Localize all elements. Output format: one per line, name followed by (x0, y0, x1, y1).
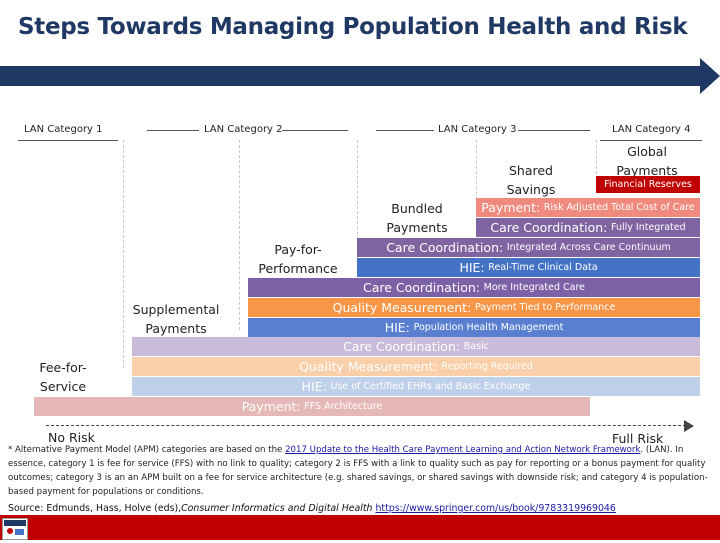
source-book-title: Consumer Informatics and Digital Health (181, 503, 373, 514)
source-citation: Source: Edmunds, Hass, Holve (eds),Consu… (8, 502, 710, 516)
bar-care-coordination-more-integrated: Care Coordination: More Integrated Care (248, 278, 700, 297)
category-2-label: LAN Category 2 (204, 124, 283, 135)
bar-heading: HIE: (384, 320, 410, 335)
category-4-label: LAN Category 4 (612, 124, 691, 135)
stage-shared-savings: Shared Savings (506, 163, 556, 197)
footnote-text: . (LAN). In essence, category 1 is fee f… (8, 445, 708, 497)
category-1-label: LAN Category 1 (24, 124, 103, 135)
bar-hie-population-health: HIE: Population Health Management (248, 318, 700, 337)
bar-heading: Care Coordination: (343, 339, 461, 354)
bar-payment-ffs-architecture: Payment: FFS Architecture (34, 397, 590, 416)
source-link[interactable]: https://www.springer.com/us/book/9783319… (375, 503, 616, 514)
source-prefix: Source: Edmunds, Hass, Holve (eds), (8, 503, 182, 514)
divider-line (123, 140, 124, 368)
bar-care-coordination-across-continuum: Care Coordination: Integrated Across Car… (357, 238, 700, 257)
bar-quality-measurement-reporting: Quality Measurement: Reporting Required (132, 357, 700, 376)
logo-graphic (4, 520, 26, 535)
risk-high-label: Full Risk (612, 431, 664, 446)
lan-framework-link[interactable]: 2017 Update to the Health Care Payment L… (285, 445, 641, 455)
bar-detail: Fully Integrated (611, 222, 686, 233)
category-2-line-right (282, 130, 348, 131)
bar-heading: Payment: (481, 200, 541, 215)
category-1-underline (18, 140, 118, 141)
bar-detail: Risk Adjusted Total Cost of Care (543, 202, 695, 213)
bar-heading: Quality Measurement: (332, 300, 472, 315)
bar-heading: Payment: (241, 399, 301, 414)
bar-heading: Care Coordination: (386, 240, 504, 255)
stage-bundled-payments: Bundled Payments (386, 201, 448, 235)
bar-detail: FFS Architecture (304, 401, 383, 412)
bar-hie-real-time: HIE: Real-Time Clinical Data (357, 258, 700, 277)
bar-detail: Basic (463, 341, 489, 352)
bar-heading: Care Coordination: (490, 220, 608, 235)
arrow-head-icon (700, 58, 720, 94)
divider-line (239, 140, 240, 330)
footnote: * Alternative Payment Model (APM) catego… (8, 443, 710, 499)
bar-label: Financial Reserves (604, 179, 692, 190)
risk-axis-arrow-icon (684, 420, 694, 432)
bar-care-coordination-fully-integrated: Care Coordination: Fully Integrated (476, 218, 700, 237)
bar-heading: Care Coordination: (362, 280, 480, 295)
bar-payment-risk-adjusted: Payment: Risk Adjusted Total Cost of Car… (476, 198, 700, 217)
divider-line (596, 140, 597, 174)
risk-axis-line (46, 425, 686, 427)
bar-heading: HIE: (459, 260, 485, 275)
bar-detail: Real-Time Clinical Data (488, 262, 598, 273)
category-3-label: LAN Category 3 (438, 124, 517, 135)
stage-fee-for-service: Fee-for-Service (39, 360, 87, 394)
bar-care-coordination-basic: Care Coordination: Basic (132, 337, 700, 356)
footer-bar (0, 515, 720, 540)
divider-line (357, 140, 358, 270)
logo-icon (2, 518, 28, 540)
bar-hie-certified-ehrs: HIE: Use of Certified EHRs and Basic Exc… (132, 377, 700, 396)
category-4-underline (600, 140, 702, 141)
bar-detail: Population Health Management (413, 322, 564, 333)
bar-detail: Reporting Required (441, 361, 533, 372)
category-2-line-left (147, 130, 199, 131)
bar-heading: Quality Measurement: (299, 359, 438, 374)
footnote-text: * Alternative Payment Model (APM) catego… (8, 445, 286, 455)
bar-financial-reserves: Financial Reserves (596, 176, 700, 193)
stage-pay-for-performance: Pay-for-Performance (258, 242, 338, 276)
bar-quality-measurement-payment-tied: Quality Measurement: Payment Tied to Per… (248, 298, 700, 317)
bar-detail: Use of Certified EHRs and Basic Exchange (330, 381, 531, 392)
divider-line (476, 140, 477, 210)
stage-supplemental-payments: Supplemental Payments (132, 302, 220, 336)
progress-arrow-bar (0, 66, 704, 86)
category-3-line-right (518, 130, 590, 131)
risk-low-label: No Risk (48, 430, 95, 445)
bar-detail: Payment Tied to Performance (474, 302, 616, 313)
bar-detail: Integrated Across Care Continuum (506, 242, 671, 253)
bar-heading: HIE: (301, 379, 327, 394)
category-3-line-left (376, 130, 434, 131)
bar-detail: More Integrated Care (483, 282, 585, 293)
stage-global-payments: Global Payments (616, 144, 678, 178)
page-title: Steps Towards Managing Population Health… (18, 14, 688, 40)
